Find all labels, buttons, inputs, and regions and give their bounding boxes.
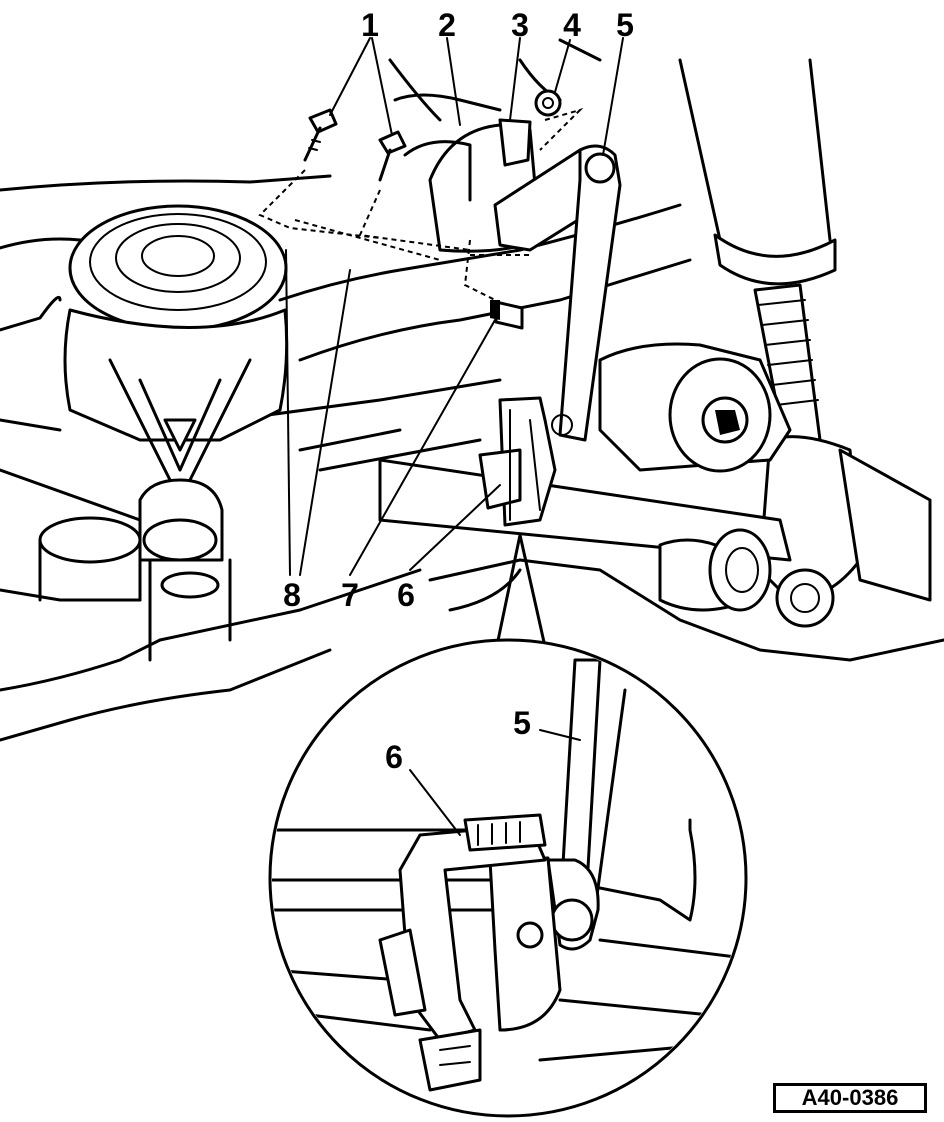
- callout-6-detail: 6: [385, 739, 403, 775]
- bolt: [378, 130, 407, 182]
- nut: [534, 89, 562, 117]
- leader-lines: [285, 37, 624, 576]
- detail-view: [268, 638, 748, 1118]
- callout-5: 5: [616, 7, 634, 43]
- reference-code: A40-0386: [773, 1083, 927, 1113]
- callout-2: 2: [438, 7, 456, 43]
- callout-7: 7: [341, 577, 359, 613]
- callout-1: 1: [361, 7, 379, 43]
- subframe-mount: [38, 204, 289, 662]
- screw: [490, 300, 524, 330]
- callout-6: 6: [397, 577, 415, 613]
- detail-zoom-connector: [493, 533, 550, 662]
- callout-4: 4: [563, 7, 581, 43]
- subframe-outline: [0, 38, 944, 742]
- bolt: [303, 108, 338, 162]
- callout-3: 3: [511, 7, 529, 43]
- callout-8: 8: [283, 577, 301, 613]
- callout-5-detail: 5: [513, 705, 531, 741]
- assembly-lines: [258, 107, 584, 301]
- mounting-bracket: [478, 396, 557, 527]
- linkage-rod: [551, 144, 622, 442]
- lower-control-arm: [378, 342, 792, 612]
